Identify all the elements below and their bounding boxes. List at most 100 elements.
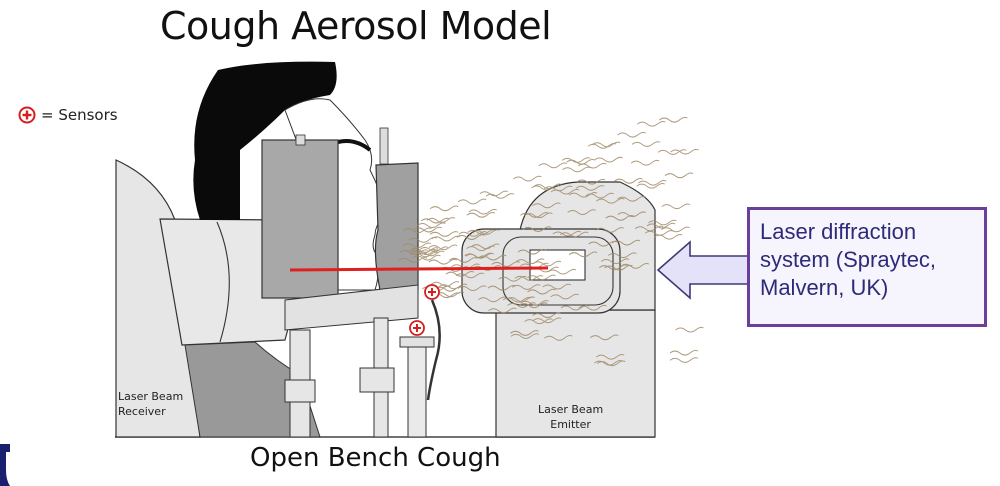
aerosol-particle [637, 179, 667, 186]
aerosol-particle [411, 249, 440, 256]
aerosol-particle [531, 184, 560, 191]
slide-title: Cough Aerosol Model [160, 4, 552, 48]
left-arrow-icon [656, 240, 749, 300]
emitter-label-line1: Laser Beam [538, 403, 604, 416]
aerosol-particle [589, 334, 619, 341]
aerosol-particle [456, 234, 486, 240]
sensor-cable [426, 299, 441, 401]
aerosol-particle [518, 302, 548, 309]
logo-fragment [0, 444, 10, 486]
aerosol-particle [543, 185, 573, 192]
aerosol-particle [426, 217, 456, 223]
aerosol-particle [520, 300, 549, 306]
aerosol-particle [532, 312, 561, 319]
aerosol-particle [431, 235, 461, 242]
aerosol-particle [560, 304, 590, 311]
aerosol-particle [522, 226, 552, 232]
legend: = Sensors [18, 106, 118, 124]
aerosol-particle [544, 335, 573, 341]
aerosol-particle [513, 175, 542, 182]
aerosol-particle [636, 182, 666, 189]
aerosol-particle [524, 212, 553, 219]
aerosol-particle [595, 227, 625, 233]
head-block-tab [295, 134, 306, 146]
callout-line2: system (Spraytec, [760, 247, 937, 272]
aerosol-particle [435, 291, 465, 298]
aerosol-particle [648, 219, 677, 226]
aerosol-particle [576, 178, 606, 185]
aerosol-particle [532, 202, 561, 209]
aerosol-particle [510, 333, 540, 339]
aerosol-particle [468, 208, 498, 215]
aerosol-particle [608, 252, 637, 259]
aerosol-particle [434, 286, 464, 292]
aerosol-particle [568, 192, 598, 198]
aerosol-particle [596, 360, 626, 367]
aerosol-particle [491, 261, 521, 267]
aerosol-particle [457, 198, 487, 205]
eyebrow [337, 139, 372, 152]
aerosol-particle [547, 268, 577, 275]
nose-clip-post [379, 127, 389, 165]
stand-left-clamp [284, 379, 316, 403]
aerosol-plume [398, 116, 704, 367]
aerosol-particle [477, 254, 507, 261]
aerosol-particle [498, 276, 527, 282]
aerosol-particle [478, 296, 507, 303]
aerosol-particle [402, 242, 432, 249]
aerosol-particle [413, 226, 443, 233]
aerosol-particle [507, 302, 536, 308]
aerosol-particle [595, 353, 625, 360]
callout-box: Laser diffraction system (Spraytec, Malv… [747, 207, 987, 327]
aerosol-particle [591, 141, 621, 148]
aerosol-particle [542, 283, 572, 290]
aerosol-particle [514, 275, 544, 281]
aerosol-particle [398, 257, 428, 263]
aerosol-particle [620, 263, 650, 269]
aerosol-particle [550, 293, 579, 300]
aerosol-particle [669, 349, 699, 356]
aerosol-particle [594, 156, 623, 163]
aerosol-particle [488, 307, 517, 314]
sensor-icon [409, 320, 425, 336]
aerosol-particle [664, 172, 694, 179]
aerosol-particle [636, 121, 666, 127]
aerosol-particle [661, 203, 691, 210]
aerosol-particle [511, 284, 541, 290]
aerosol-particle [485, 193, 515, 199]
callout-line1: Laser diffraction [760, 219, 917, 244]
aerosol-particle [552, 230, 582, 237]
head-support-block [261, 139, 339, 299]
aerosol-particle [568, 251, 598, 258]
aerosol-particle [502, 296, 532, 303]
aerosol-particle [449, 257, 478, 263]
aerosol-particle [669, 357, 699, 363]
aerosol-particle [533, 183, 562, 190]
aerosol-particle [428, 244, 458, 251]
aerosol-particle [457, 285, 487, 291]
callout-line3: Malvern, UK) [760, 275, 889, 300]
aerosol-particle [520, 212, 549, 218]
aerosol-particle [399, 249, 429, 256]
aerosol-particle [412, 254, 441, 261]
aerosol-particle [430, 281, 460, 287]
aerosol-particle [429, 231, 459, 237]
aerosol-particle [429, 205, 459, 212]
aerosol-particle [577, 162, 607, 169]
sensor-stand [407, 346, 427, 438]
aerosol-particle [578, 304, 607, 311]
aerosol-particle [524, 318, 553, 325]
aerosol-particle [559, 231, 589, 238]
aerosol-particle [527, 288, 556, 295]
aerosol-particle [458, 231, 487, 237]
aerosol-particle [575, 185, 605, 191]
aerosol-particle [659, 116, 688, 123]
stand-middle-clamp [359, 367, 395, 393]
aerosol-particle [562, 166, 591, 173]
aerosol-particle [410, 251, 439, 258]
aerosol-particle [471, 229, 500, 235]
aerosol-particle [634, 225, 664, 232]
aerosol-particle [466, 245, 495, 252]
aerosol-particle [588, 240, 617, 247]
